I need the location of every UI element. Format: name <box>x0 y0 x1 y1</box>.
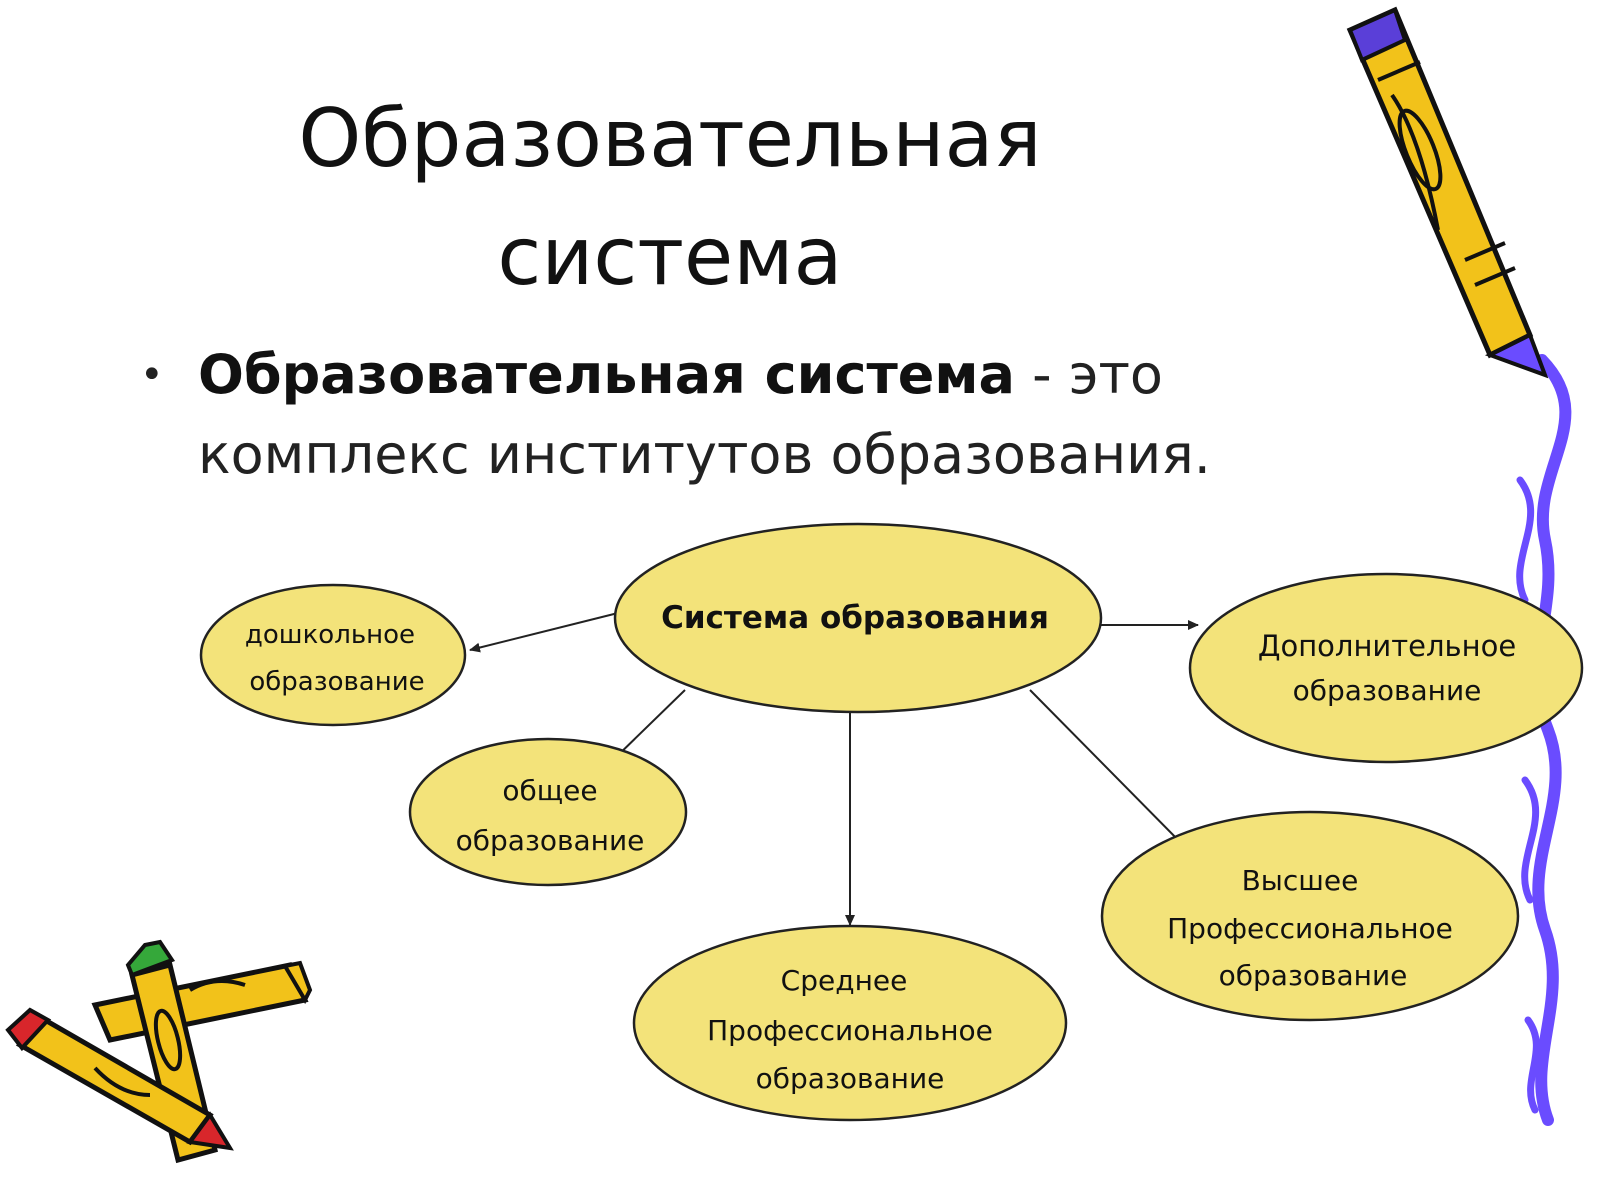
node-secondary-label: Среднее <box>781 964 908 997</box>
diagram-connectors <box>469 611 1199 926</box>
slide-title-line-1: Образовательная <box>298 92 1042 185</box>
crayon-icon <box>1346 6 1549 379</box>
slide-title: Образовательная система <box>180 80 1160 316</box>
definition-bullet: • Образовательная система - это комплекс… <box>140 335 1440 495</box>
diagram-nodes <box>199 522 1584 1122</box>
node-higher-label: Профессиональное <box>1167 912 1453 945</box>
definition-term: Образовательная система <box>198 343 1015 406</box>
node-general-label: образование <box>456 824 645 857</box>
node-additional-label: Дополнительное <box>1258 629 1516 663</box>
node-higher-label: Высшее <box>1242 864 1359 897</box>
node-preschool-label: дошкольное <box>245 620 415 650</box>
node-additional-label: образование <box>1293 674 1482 707</box>
node-additional <box>1188 572 1584 764</box>
node-secondary <box>632 924 1068 1122</box>
node-preschool-label: образование <box>249 667 424 697</box>
node-general <box>408 737 688 887</box>
purple-ribbon-decoration <box>1531 354 1572 1126</box>
edge-center-higher <box>1029 689 1189 851</box>
node-higher-label: образование <box>1219 959 1408 992</box>
node-preschool <box>199 583 467 727</box>
crayons-icon <box>5 939 313 1164</box>
definition-separator: - это <box>1015 343 1163 406</box>
node-secondary-label: Профессиональное <box>707 1014 993 1047</box>
node-secondary-label: образование <box>756 1062 945 1095</box>
bullet-dot-icon: • <box>140 352 164 398</box>
node-general-label: общее <box>502 774 597 807</box>
node-higher <box>1100 810 1520 1022</box>
node-center-label: Система образования <box>661 600 1049 636</box>
edge-center-preschool <box>469 611 623 653</box>
slide-title-line-2: система <box>497 210 843 303</box>
definition-continuation: комплекс институтов образования. <box>198 423 1211 486</box>
node-center <box>613 522 1103 714</box>
